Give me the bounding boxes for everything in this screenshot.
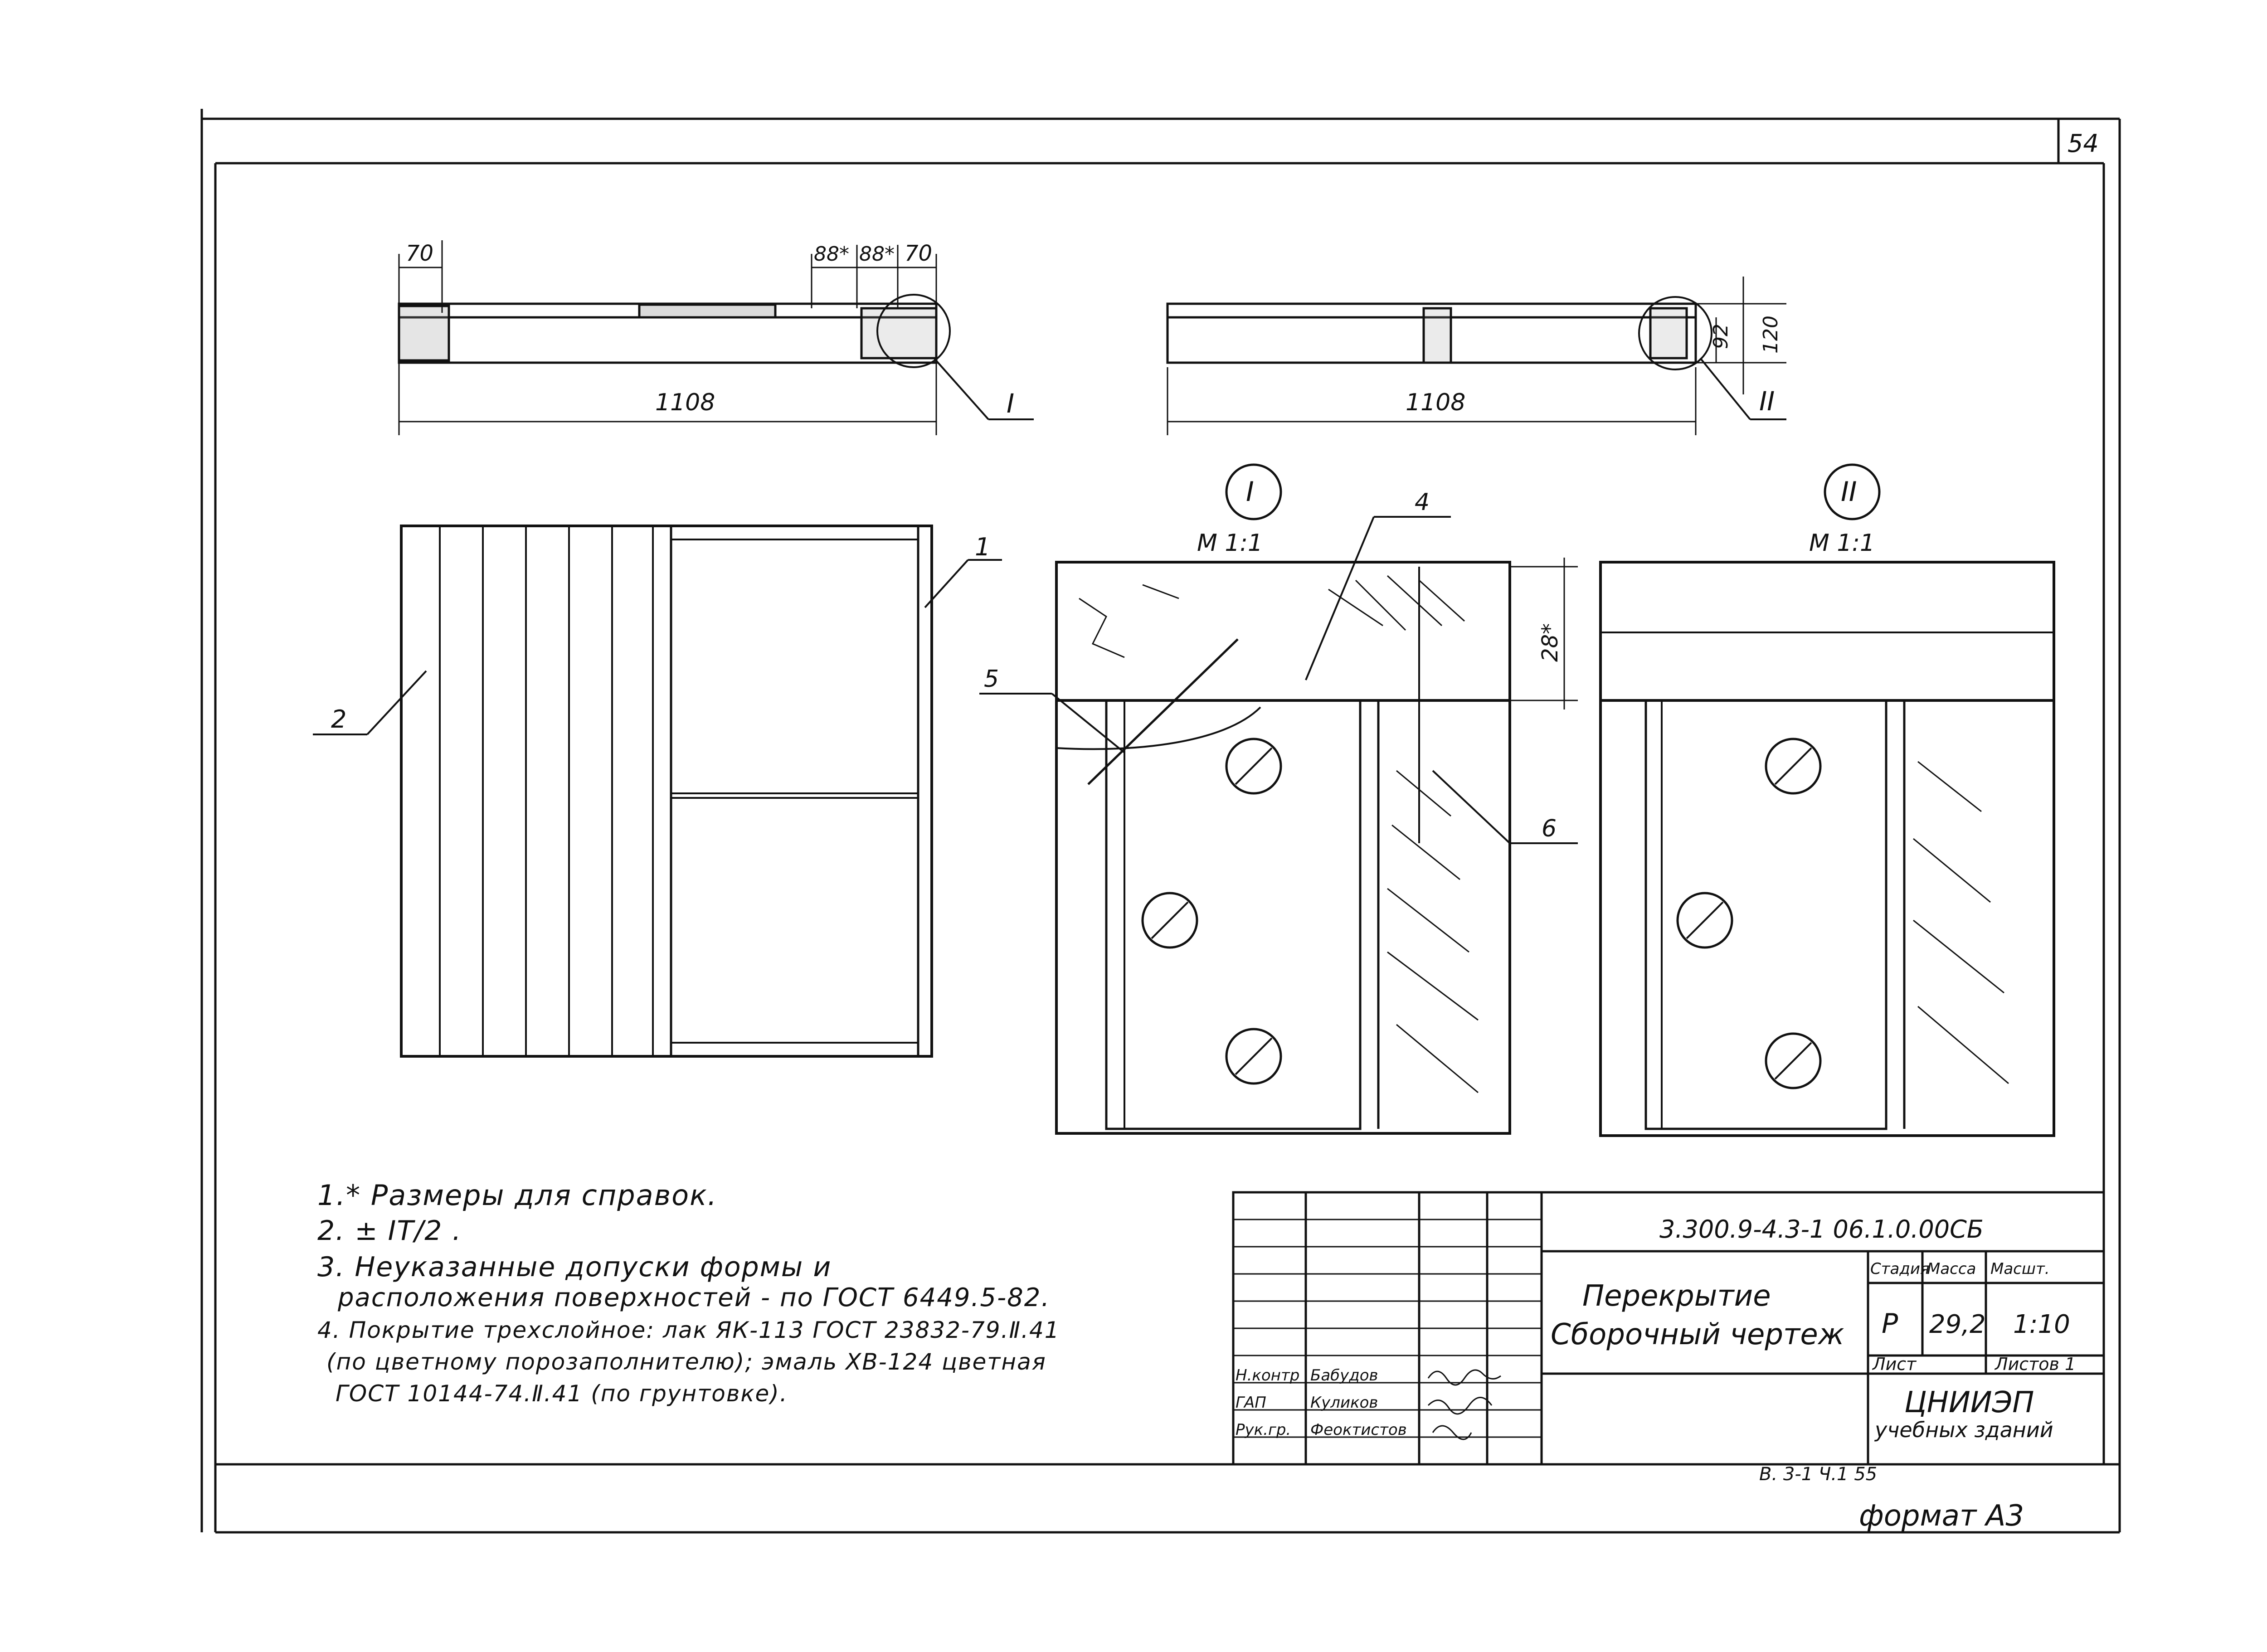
detail-I-scale: М 1:1 [1197, 530, 1263, 557]
stage-label: Стадия [1870, 1260, 1929, 1278]
name-1: Бабудов [1310, 1366, 1378, 1385]
doc-code: 3.300.9-4.3-1 06.1.0.00СБ [1659, 1215, 1984, 1244]
format-label: формат А3 [1859, 1499, 2024, 1533]
name-2: Куликов [1310, 1394, 1378, 1412]
mass-label: Масса [1927, 1260, 1976, 1278]
detail-II-scale: М 1:1 [1809, 530, 1875, 557]
detail-II-title: II [1841, 476, 1857, 508]
sheet-label: Лист [1872, 1354, 1917, 1374]
dim-1108-left: 1108 [655, 389, 715, 416]
stamp-code: В. 3-1 Ч.1 55 [1759, 1464, 1877, 1485]
dim-88b: 88* [859, 243, 895, 266]
role-3: Рук.гр. [1236, 1421, 1291, 1439]
callout-6: 6 [1542, 815, 1557, 842]
callout-4: 4 [1415, 489, 1430, 516]
detail-II [1599, 463, 2055, 1137]
role-2: ГАП [1236, 1394, 1266, 1412]
callout-detail-I: I [1007, 388, 1014, 419]
note-4-cont-2: ГОСТ 10144-74.Ⅱ.41 (по грунтовке). [336, 1380, 788, 1407]
scale-label: Масшт. [1990, 1260, 2050, 1278]
name-3: Феоктистов [1310, 1421, 1407, 1439]
callout-1: 1 [975, 533, 990, 561]
org-line-2: учебных зданий [1874, 1418, 2053, 1442]
dim-120: 120 [1759, 316, 1782, 354]
stage-value: Р [1882, 1308, 1898, 1340]
mass-value: 29,2 [1929, 1310, 1986, 1339]
dim-92: 92 [1709, 324, 1732, 349]
dim-70-right: 70 [905, 241, 932, 266]
org-line-1: ЦНИИЭП [1904, 1386, 2034, 1419]
detail-I [979, 463, 1578, 1135]
dim-70-left: 70 [406, 241, 433, 266]
detail-I-title: I [1246, 476, 1254, 508]
note-3: 3. Неуказанные допуски формы и [317, 1251, 832, 1283]
title-block-grid [1232, 1191, 2105, 1466]
title-line-1: Перекрытие [1582, 1279, 1771, 1313]
side-view-2 [1166, 277, 1786, 435]
title-line-2: Сборочный чертеж [1551, 1318, 1844, 1351]
sheet-frame [200, 109, 2121, 1534]
note-3-cont: расположения поверхностей - по ГОСТ 6449… [338, 1283, 1051, 1312]
callout-detail-II: II [1759, 386, 1775, 417]
dim-28: 28* [1537, 623, 1563, 662]
callout-5: 5 [984, 666, 999, 693]
note-2: 2. ± IT/2 . [317, 1215, 462, 1247]
side-view-1 [398, 240, 1034, 435]
role-1: Н.контр [1236, 1366, 1299, 1385]
page-number: 54 [2068, 129, 2099, 158]
panel-front-view [313, 525, 1002, 1058]
note-4: 4. Покрытие трехслойное: лак ЯК-113 ГОСТ… [317, 1317, 1060, 1343]
signatures [1427, 1369, 1501, 1440]
sheets-label: Листов 1 [1994, 1354, 2076, 1374]
dim-1108-right: 1108 [1406, 389, 1465, 416]
dim-88a: 88* [814, 243, 849, 266]
callout-2: 2 [331, 705, 346, 734]
scale-value: 1:10 [2013, 1310, 2070, 1339]
note-4-cont-1: (по цветному порозаполнителю); эмаль ХВ-… [326, 1349, 1046, 1375]
note-1: 1.* Размеры для справок. [317, 1179, 718, 1212]
